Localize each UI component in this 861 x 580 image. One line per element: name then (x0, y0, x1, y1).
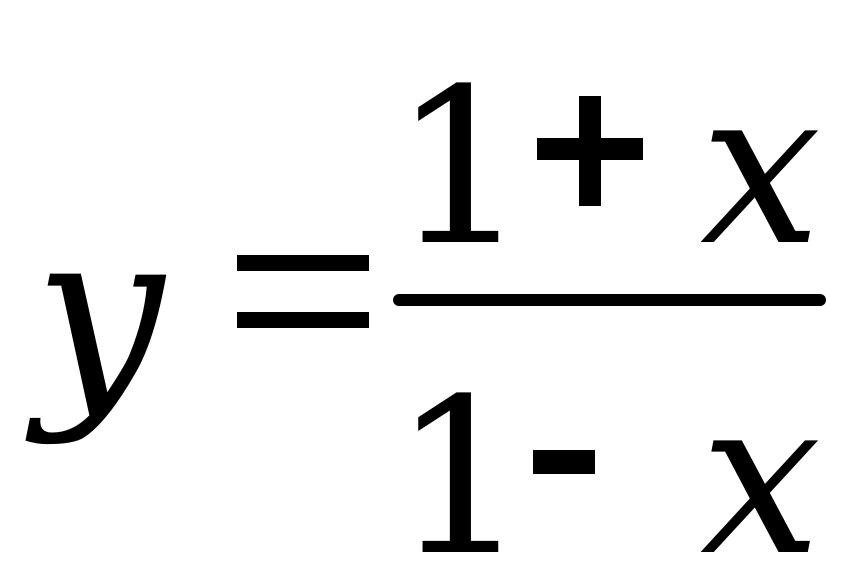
minus-sign-text: - (0, 0, 1, 1)
numerator-variable-x: x (700, 42, 822, 293)
equals-top-bar (237, 255, 369, 271)
fraction-bar (393, 294, 826, 306)
plus-sign-text: + (0, 0, 1, 1)
plus-vertical-stroke (579, 96, 601, 206)
lhs-variable-y: y (34, 181, 164, 448)
equals-bottom-bar (237, 312, 369, 328)
denominator-constant: 1 (392, 352, 529, 580)
equals-sign-text: = (0, 0, 1, 1)
numerator-constant: 1 (392, 42, 529, 293)
minus-stroke (533, 450, 595, 474)
denominator-variable-x: x (700, 352, 822, 580)
